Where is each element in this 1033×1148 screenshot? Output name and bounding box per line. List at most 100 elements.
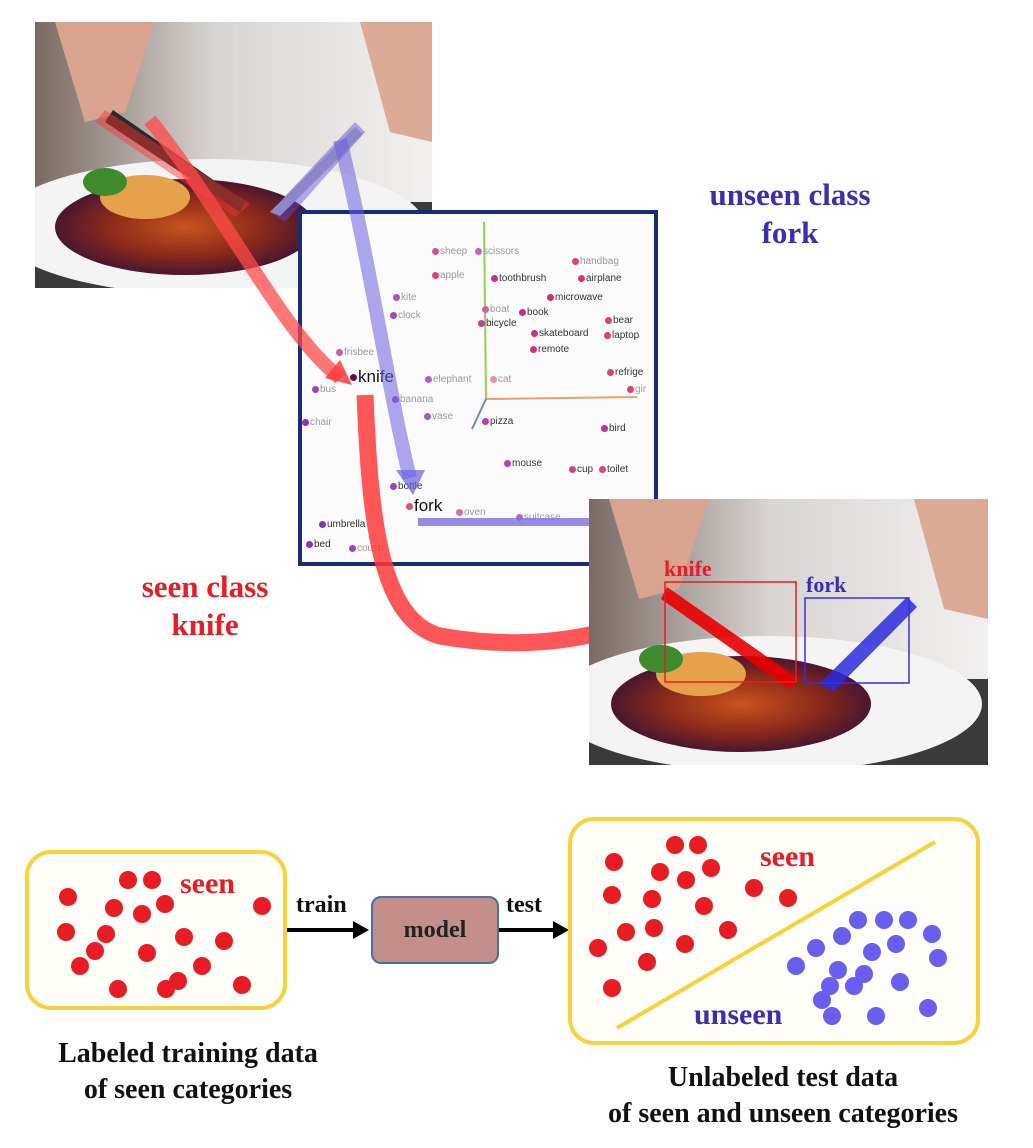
training-data-points bbox=[57, 871, 271, 998]
unseen-title-line2: fork bbox=[761, 215, 819, 250]
seen-point bbox=[71, 957, 89, 975]
embedding-word-couch: couch bbox=[349, 543, 384, 554]
embedding-word-suitcase: suitcase bbox=[516, 512, 561, 523]
embedding-point bbox=[516, 513, 523, 521]
unseen-point bbox=[929, 949, 947, 967]
embedding-word-label: toothbrush bbox=[499, 273, 547, 284]
detection-fork-label: fork bbox=[806, 572, 847, 597]
seen-point bbox=[645, 919, 663, 937]
embedding-point bbox=[312, 385, 319, 393]
embedding-word-bed: bed bbox=[306, 539, 331, 550]
unseen-point bbox=[923, 925, 941, 943]
embedding-word-fork: fork bbox=[406, 496, 442, 516]
embedding-word-toilet: toilet bbox=[599, 464, 628, 475]
embedding-point bbox=[607, 368, 614, 376]
seen-point bbox=[59, 888, 77, 906]
unseen-point bbox=[867, 1007, 885, 1025]
embedding-word-label: skateboard bbox=[539, 328, 589, 339]
embedding-word-label: chair bbox=[310, 417, 332, 428]
embedding-word-bus: bus bbox=[312, 384, 336, 395]
seen-point bbox=[676, 935, 694, 953]
embedding-word-book: book bbox=[519, 307, 549, 318]
embedding-point bbox=[547, 293, 554, 301]
embedding-point bbox=[531, 329, 538, 337]
embedding-word-label: bed bbox=[314, 539, 331, 550]
right-panel-unseen-label: unseen bbox=[694, 998, 783, 1031]
seen-point bbox=[603, 886, 621, 904]
unseen-point bbox=[833, 927, 851, 945]
seen-point bbox=[143, 871, 161, 889]
test-caption-line2: of seen and unseen categories bbox=[608, 1098, 958, 1129]
embedding-word-sheep: sheep bbox=[432, 246, 467, 257]
embedding-word-label: sheep bbox=[440, 246, 468, 257]
seen-point bbox=[643, 890, 661, 908]
embedding-point bbox=[406, 503, 413, 511]
embedding-point bbox=[482, 417, 489, 425]
seen-point bbox=[105, 899, 123, 917]
seen-point bbox=[233, 976, 251, 994]
embedding-point bbox=[456, 508, 463, 516]
embedding-point bbox=[425, 375, 432, 383]
embedding-word-mouse: mouse bbox=[504, 458, 542, 469]
embedding-word-chair: chair bbox=[302, 417, 332, 428]
seen-point bbox=[689, 836, 707, 854]
embedding-word-label: kite bbox=[401, 292, 417, 303]
embedding-point bbox=[390, 311, 397, 319]
embedding-word-remote: remote bbox=[530, 344, 569, 355]
embedding-word-label: cup bbox=[577, 464, 594, 475]
seen-point bbox=[175, 928, 193, 946]
embedding-word-label: book bbox=[527, 307, 549, 318]
seen-point bbox=[156, 895, 174, 913]
seen-point bbox=[719, 921, 737, 939]
embedding-word-gir: gir bbox=[627, 384, 646, 395]
test-caption-line1: Unlabeled test data bbox=[667, 1062, 899, 1093]
model-box: model bbox=[371, 896, 499, 964]
unseen-point bbox=[845, 977, 863, 995]
embedding-word-cat: cat bbox=[490, 374, 511, 385]
seen-point bbox=[745, 879, 763, 897]
embedding-point bbox=[627, 385, 634, 393]
embedding-space-panel bbox=[298, 210, 658, 566]
seen-point bbox=[133, 905, 151, 923]
embedding-word-label: mouse bbox=[512, 458, 543, 469]
embedding-point bbox=[390, 482, 397, 490]
unseen-point bbox=[891, 973, 909, 991]
seen-title-line2: knife bbox=[171, 607, 239, 642]
decision-boundary bbox=[615, 840, 937, 1030]
embedding-word-boat: boat bbox=[482, 304, 509, 315]
seen-point bbox=[617, 923, 635, 941]
embedding-word-oven: oven bbox=[456, 507, 486, 518]
embedding-word-kite: kite bbox=[393, 292, 417, 303]
embedding-point bbox=[490, 375, 497, 383]
left-panel-seen-label: seen bbox=[180, 867, 235, 900]
seen-point bbox=[638, 953, 656, 971]
train-test-arrows bbox=[287, 921, 569, 939]
embedding-word-label: bear bbox=[613, 315, 634, 326]
embedding-word-vase: vase bbox=[424, 411, 453, 422]
seen-title-line1: seen class bbox=[141, 569, 269, 604]
embedding-word-label: toilet bbox=[607, 464, 629, 475]
seen-point bbox=[589, 939, 607, 957]
embedding-word-cup: cup bbox=[569, 464, 593, 475]
embedding-point bbox=[482, 305, 489, 313]
seen-point bbox=[215, 932, 233, 950]
unseen-title-line1: unseen class bbox=[709, 177, 871, 212]
embedding-word-scissors: scissors bbox=[475, 246, 519, 257]
embedding-point bbox=[319, 520, 326, 528]
embedding-word-label: apple bbox=[440, 270, 465, 281]
unseen-point bbox=[787, 957, 805, 975]
embedding-word-label: laptop bbox=[612, 330, 640, 341]
embedding-point bbox=[578, 274, 585, 282]
seen-point bbox=[193, 957, 211, 975]
unseen-point bbox=[813, 991, 831, 1009]
unseen-point bbox=[887, 935, 905, 953]
unseen-point bbox=[919, 999, 937, 1017]
embedding-word-label: clock bbox=[398, 310, 421, 321]
embedding-point bbox=[599, 465, 606, 473]
seen-point bbox=[57, 923, 75, 941]
embedding-word-label: vase bbox=[432, 411, 454, 422]
embedding-point bbox=[491, 274, 498, 282]
training-caption-line2: of seen categories bbox=[83, 1074, 293, 1105]
embedding-word-label: fork bbox=[414, 496, 443, 515]
embedding-point bbox=[393, 293, 400, 301]
